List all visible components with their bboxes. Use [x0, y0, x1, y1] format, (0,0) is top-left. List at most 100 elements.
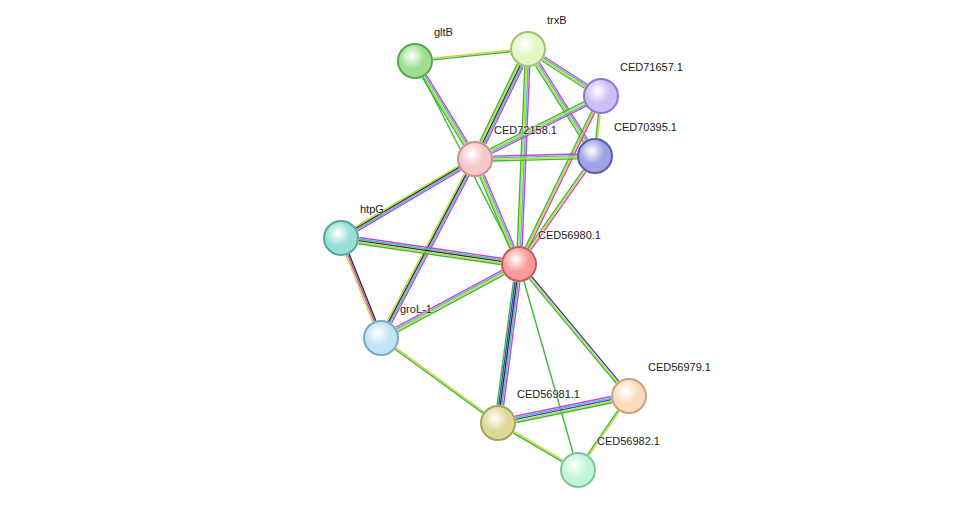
evidence-line	[513, 433, 562, 462]
protein-label: CED56982.1	[597, 435, 660, 448]
protein-label: CED56981.1	[517, 388, 580, 401]
interaction-edge	[524, 281, 573, 452]
evidence-line	[397, 273, 503, 330]
evidence-line	[480, 177, 510, 249]
evidence-line	[491, 103, 585, 150]
evidence-line	[359, 239, 501, 260]
evidence-line	[423, 77, 511, 248]
evidence-line	[516, 403, 612, 423]
evidence-line	[504, 282, 520, 405]
interaction-edge	[513, 431, 563, 461]
interaction-edge	[395, 348, 484, 413]
protein-node: gltB	[397, 43, 433, 79]
protein-label: CED56979.1	[648, 361, 711, 374]
evidence-line	[589, 411, 620, 455]
interaction-edge	[490, 102, 586, 153]
node-circle	[611, 378, 647, 414]
evidence-line	[516, 400, 612, 420]
evidence-line	[492, 106, 586, 153]
protein-node: htpG	[323, 220, 359, 256]
evidence-line	[424, 77, 465, 144]
evidence-line	[497, 281, 513, 404]
node-circle	[577, 138, 613, 174]
protein-label: trxB	[547, 14, 567, 27]
interaction-edge	[596, 114, 600, 138]
protein-label: CED70395.1	[614, 121, 677, 134]
evidence-line	[396, 272, 502, 329]
node-circle	[323, 220, 359, 256]
protein-node: CED56979.1	[611, 378, 647, 414]
evidence-line	[532, 277, 619, 381]
interaction-edge	[396, 270, 505, 331]
evidence-line	[359, 237, 501, 258]
interaction-edge	[433, 50, 510, 60]
node-circle	[480, 405, 516, 441]
evidence-line	[514, 431, 563, 460]
evidence-line	[433, 50, 510, 58]
evidence-line	[348, 255, 375, 322]
evidence-line	[396, 270, 502, 327]
evidence-line	[433, 52, 510, 60]
evidence-line	[500, 282, 516, 405]
protein-label: groL-1	[400, 303, 432, 316]
evidence-line	[493, 159, 577, 161]
evidence-line	[357, 169, 460, 230]
evidence-line	[529, 279, 616, 383]
protein-label: CED56980.1	[538, 229, 601, 242]
interaction-edge	[423, 77, 511, 248]
evidence-line	[358, 244, 500, 265]
evidence-line	[588, 410, 619, 454]
evidence-line	[516, 401, 612, 421]
interaction-edge	[529, 277, 618, 383]
evidence-line	[483, 175, 513, 247]
evidence-line	[491, 105, 585, 152]
evidence-line	[543, 59, 586, 87]
evidence-line	[359, 241, 501, 262]
protein-label: CED72158.1	[494, 124, 557, 137]
evidence-line	[502, 282, 518, 405]
interaction-edge	[358, 237, 501, 264]
interaction-edge	[497, 281, 520, 405]
interaction-edge	[493, 154, 577, 161]
interaction-edge	[480, 175, 515, 249]
node-circle	[501, 246, 537, 282]
evidence-line	[395, 349, 483, 413]
evidence-line	[481, 176, 511, 248]
evidence-line	[490, 102, 584, 149]
protein-node: trxB	[510, 31, 546, 67]
node-circle	[583, 78, 619, 114]
evidence-line	[515, 398, 611, 418]
interaction-edge	[588, 410, 620, 455]
protein-node: CED71657.1	[583, 78, 619, 114]
protein-node: CED70395.1	[577, 138, 613, 174]
evidence-line	[524, 281, 573, 452]
protein-label: CED71657.1	[620, 61, 683, 74]
node-circle	[560, 452, 596, 488]
evidence-line	[346, 255, 373, 322]
evidence-line	[596, 114, 598, 138]
evidence-line	[484, 175, 514, 247]
evidence-line	[426, 75, 467, 142]
interaction-edge	[515, 396, 612, 422]
node-circle	[363, 320, 399, 356]
protein-node: CED72158.1	[457, 141, 493, 177]
evidence-line	[425, 76, 466, 143]
node-circle	[397, 43, 433, 79]
evidence-line	[531, 278, 618, 382]
evidence-line	[398, 275, 504, 332]
protein-label: gltB	[434, 26, 453, 39]
protein-label: htpG	[360, 203, 384, 216]
evidence-line	[349, 254, 376, 321]
node-circle	[457, 141, 493, 177]
protein-node: CED56980.1	[501, 246, 537, 282]
protein-node: CED56981.1	[480, 405, 516, 441]
protein-node: groL-1	[363, 320, 399, 356]
interaction-edge	[346, 254, 376, 322]
evidence-line	[359, 242, 501, 263]
evidence-line	[499, 282, 515, 405]
interaction-edge	[422, 75, 467, 145]
evidence-line	[396, 348, 484, 412]
node-circle	[510, 31, 546, 67]
